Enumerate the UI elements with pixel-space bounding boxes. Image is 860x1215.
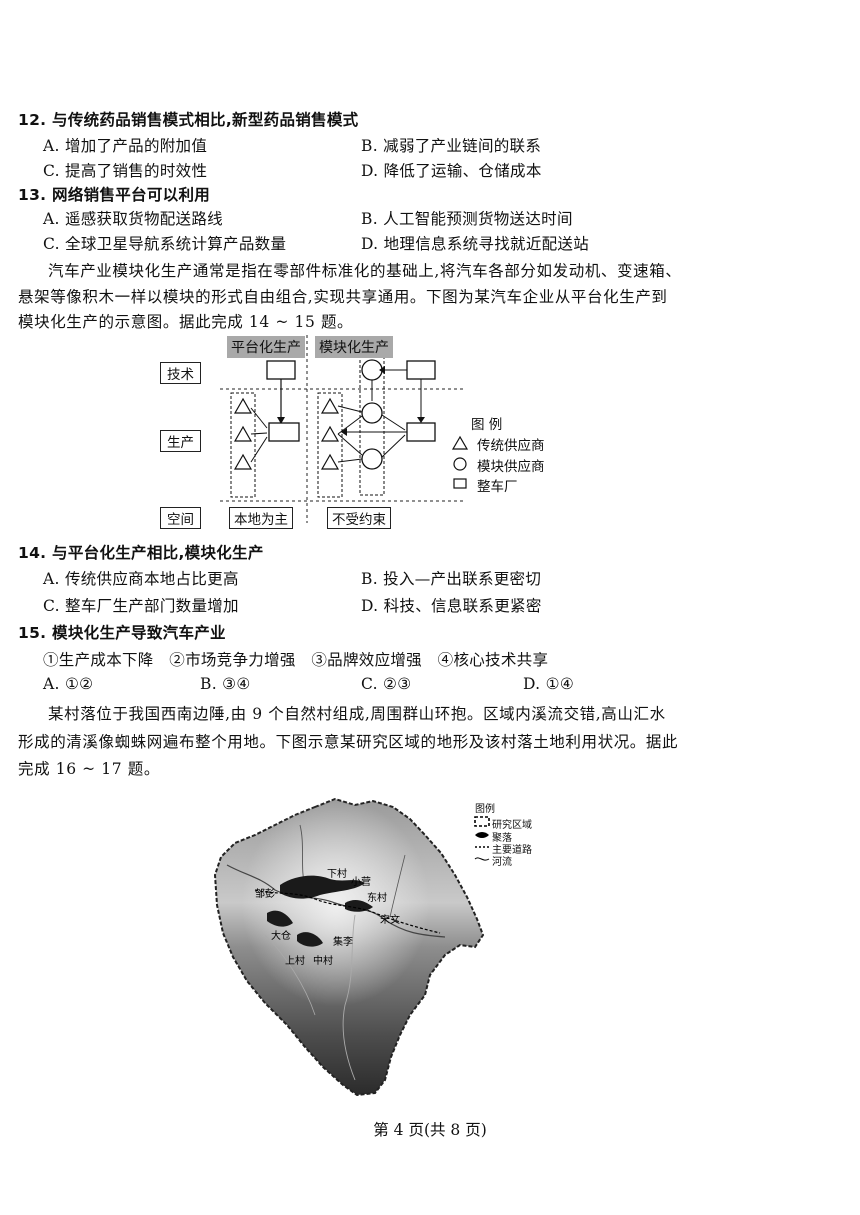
q14-option-c: C. 整车厂生产部门数量增加 xyxy=(43,597,239,615)
village-jili: 集李 xyxy=(333,937,353,948)
passage2-line2: 形成的清溪像蜘蛛网遍布整个用地。下图示意某研究区域的地形及该村落土地利用状况。据… xyxy=(18,733,679,751)
q15-items: ①生产成本下降 ②市场竞争力增强 ③品牌效应增强 ④核心技术共享 xyxy=(43,651,549,669)
village-zhongcun: 中村 xyxy=(313,956,333,967)
village-dacang: 大仓 xyxy=(271,931,291,942)
village-shangcun: 上村 xyxy=(285,956,305,967)
q15-option-c: C. ②③ xyxy=(361,675,412,693)
space-right-label: 不受约束 xyxy=(327,507,391,529)
platform-title: 平台化生产 xyxy=(227,336,305,358)
q15-option-b: B. ③④ xyxy=(200,675,251,693)
legend-module: 模块供应商 xyxy=(477,459,545,475)
q14-option-a: A. 传统供应商本地占比更高 xyxy=(43,570,239,588)
passage1-line2: 悬架等像积木一样以模块的形式自由组合,实现共享通用。下图为某汽车企业从平台化生产… xyxy=(18,288,668,306)
q13-stem: 13. 网络销售平台可以利用 xyxy=(18,186,211,204)
legend-study-region: 研究区域 xyxy=(492,820,532,831)
legend-traditional: 传统供应商 xyxy=(477,438,545,454)
production-diagram-svg xyxy=(220,335,469,523)
q15-stem: 15. 模块化生产导致汽车产业 xyxy=(18,624,226,642)
legend-square-icon xyxy=(453,478,467,489)
q12-option-b: B. 减弱了产业链间的联系 xyxy=(361,137,542,155)
q12-stem: 12. 与传统药品销售模式相比,新型药品销售模式 xyxy=(18,111,359,129)
village-xiaoying: 小营 xyxy=(351,877,371,888)
legend-settlement: 聚落 xyxy=(492,833,512,844)
q12-option-d: D. 降低了运输、仓储成本 xyxy=(361,162,542,180)
village-songwen: 宋文 xyxy=(380,915,400,926)
q13-option-a: A. 遥感获取货物配送路线 xyxy=(43,210,223,228)
legend-assembler: 整车厂 xyxy=(477,479,518,495)
legend-title: 图 例 xyxy=(471,417,503,433)
region-legend-icon xyxy=(474,816,490,827)
q13-option-d: D. 地理信息系统寻找就近配送站 xyxy=(361,235,590,253)
q12-option-a: A. 增加了产品的附加值 xyxy=(43,137,208,155)
legend-triangle-icon xyxy=(451,435,469,450)
legend-main-road: 主要道路 xyxy=(492,845,532,856)
row-tech-label: 技术 xyxy=(160,362,201,384)
q12-option-c: C. 提高了销售的时效性 xyxy=(43,162,208,180)
river-legend-icon xyxy=(474,857,490,861)
production-diagram: 平台化生产 模块化生产 技术 生产 空间 本地为主 不受约束 图 例 传统供应商… xyxy=(155,333,575,531)
village-dongcun: 东村 xyxy=(367,893,387,904)
passage1-line3: 模块化生产的示意图。据此完成 14 ~ 15 题。 xyxy=(18,313,354,331)
q13-option-b: B. 人工智能预测货物送达时间 xyxy=(361,210,573,228)
page-footer: 第 4 页(共 8 页) xyxy=(373,1121,487,1139)
settlement-legend-icon xyxy=(475,832,489,838)
village-xiacun: 下村 xyxy=(327,869,347,880)
passage1-line1: 汽车产业模块化生产通常是指在零部件标准化的基础上,将汽车各部分如发动机、变速箱、 xyxy=(48,262,682,280)
village-zoupeng: 邹彭 xyxy=(255,889,275,900)
q14-stem: 14. 与平台化生产相比,模块化生产 xyxy=(18,544,264,562)
space-left-label: 本地为主 xyxy=(229,507,293,529)
row-space-label: 空间 xyxy=(160,507,201,529)
terrain-map: 下村 小营 东村 邹彭 宋文 大仓 集李 上村 中村 图例 研究区域 聚落 主要… xyxy=(205,795,565,1100)
map-legend-symbols xyxy=(474,816,490,861)
passage2-line3: 完成 16 ~ 17 题。 xyxy=(18,760,160,778)
passage2-line1: 某村落位于我国西南边陲,由 9 个自然村组成,周围群山环抱。区域内溪流交错,高山… xyxy=(48,705,666,723)
legend-circle-icon xyxy=(453,457,467,471)
modular-title: 模块化生产 xyxy=(315,336,393,358)
q14-option-d: D. 科技、信息联系更紧密 xyxy=(361,597,542,615)
map-legend-title: 图例 xyxy=(475,804,495,815)
q15-option-a: A. ①② xyxy=(43,675,94,693)
q13-option-c: C. 全球卫星导航系统计算产品数量 xyxy=(43,235,287,253)
terrain-map-svg xyxy=(213,797,485,1097)
legend-river: 河流 xyxy=(492,857,512,868)
row-prod-label: 生产 xyxy=(160,430,201,452)
q15-option-d: D. ①④ xyxy=(523,675,575,693)
q14-option-b: B. 投入—产出联系更密切 xyxy=(361,570,542,588)
